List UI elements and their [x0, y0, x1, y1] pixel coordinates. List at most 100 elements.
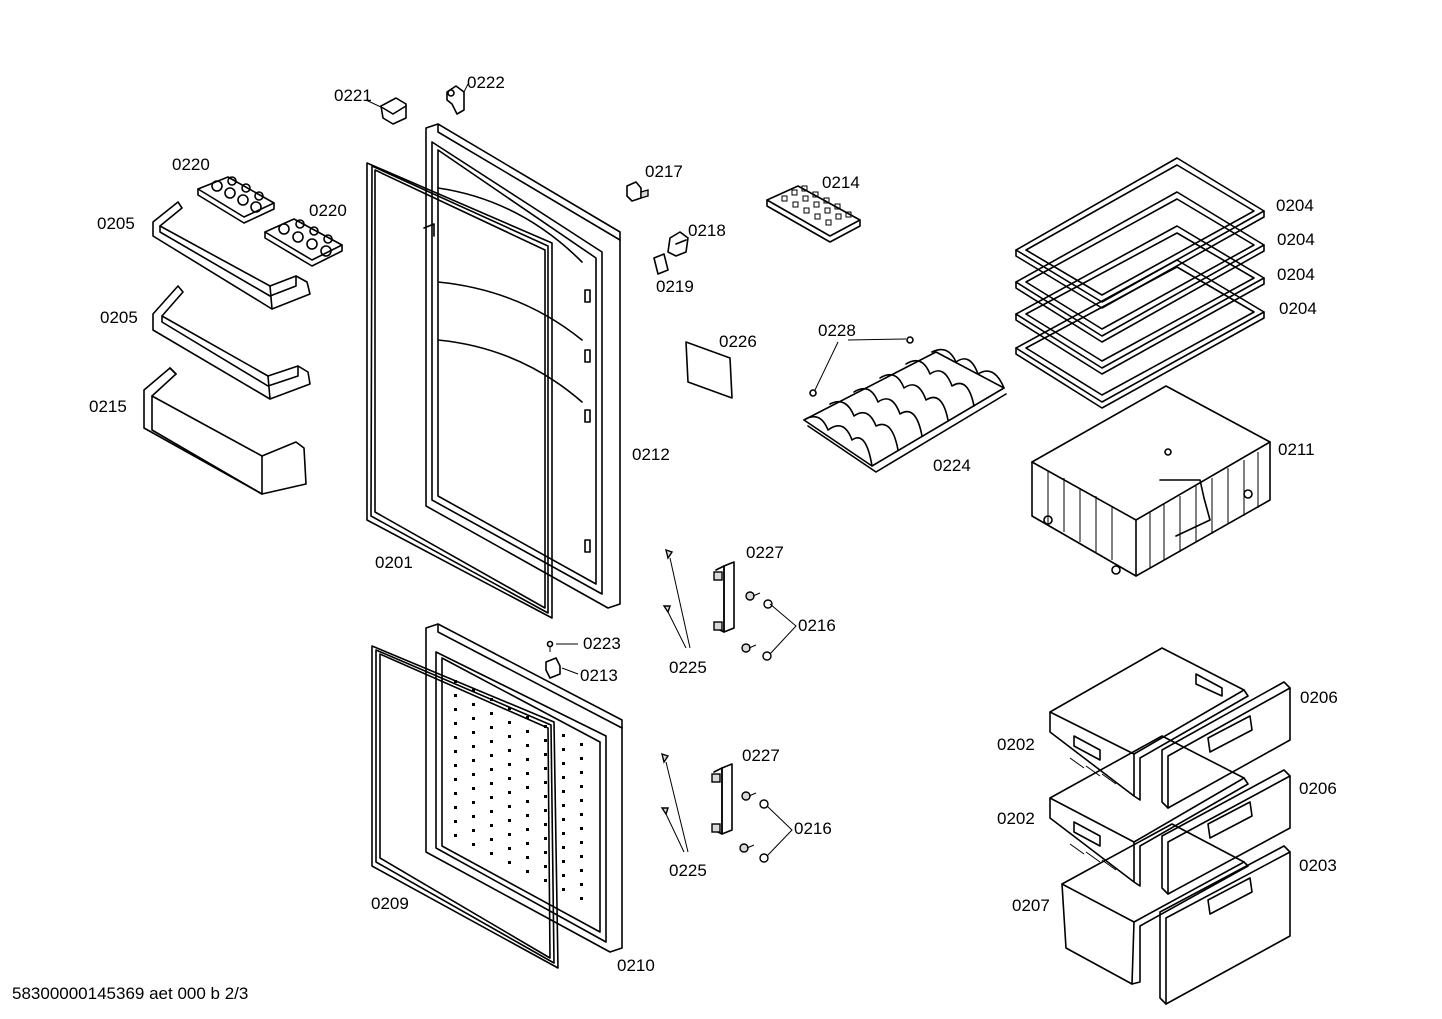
part-0219-spacer: [653, 253, 669, 275]
freezer-door-dot: [526, 828, 529, 831]
freezer-door-dot: [490, 796, 493, 799]
label-0207: 0207: [1012, 896, 1050, 915]
part-0216-screws-lower: [739, 791, 793, 863]
freezer-door-dot: [490, 782, 493, 785]
label-0204-b: 0204: [1277, 230, 1315, 249]
part-0212-fridge-door: [423, 123, 621, 609]
freezer-door-dot: [544, 837, 547, 840]
label-0227-a: 0227: [746, 543, 784, 562]
freezer-door-dot: [490, 726, 493, 729]
freezer-door-dot: [544, 739, 547, 742]
freezer-door-dot-grid: [454, 680, 583, 900]
freezer-door-dot: [562, 860, 565, 863]
freezer-door-dot: [508, 763, 511, 766]
label-0205-a: 0205: [97, 214, 135, 233]
label-0222: 0222: [467, 73, 505, 92]
part-0204-glass-shelf-4: [1015, 259, 1265, 409]
part-0201-door-gasket: [366, 162, 553, 619]
part-0202-freezer-drawer-upper: [1049, 647, 1249, 801]
freezer-door-dot: [544, 753, 547, 756]
freezer-door-dot: [454, 806, 457, 809]
part-0225-screws-lower: [660, 752, 689, 853]
freezer-door-dot: [472, 759, 475, 762]
part-0204-glass-shelf-1: [1015, 157, 1265, 309]
freezer-door-dot: [544, 781, 547, 784]
freezer-door-dot: [562, 832, 565, 835]
freezer-door-dot: [454, 736, 457, 739]
freezer-door-dot: [472, 801, 475, 804]
freezer-door-dot: [580, 771, 583, 774]
freezer-door-dot: [580, 757, 583, 760]
freezer-door-dot: [508, 833, 511, 836]
part-0211-crisper-box: [1031, 385, 1271, 577]
freezer-door-dot: [544, 767, 547, 770]
part-0204-glass-shelf-3: [1015, 225, 1265, 375]
label-0203: 0203: [1299, 856, 1337, 875]
freezer-door-dot: [562, 776, 565, 779]
part-0221-hinge-cover: [365, 97, 407, 125]
label-0204-a: 0204: [1276, 196, 1314, 215]
part-0223-screw: [546, 640, 578, 652]
part-0209-freezer-gasket: [371, 645, 559, 969]
freezer-door-dot: [562, 804, 565, 807]
freezer-door-dot: [544, 809, 547, 812]
part-0217-clip: [626, 181, 649, 202]
freezer-door-dot: [508, 721, 511, 724]
part-0205-door-shelf-lower: [152, 285, 311, 400]
freezer-door-dot: [508, 749, 511, 752]
label-0204-d: 0204: [1279, 299, 1317, 318]
freezer-door-dot: [526, 856, 529, 859]
label-0209: 0209: [371, 894, 409, 913]
freezer-door-dot: [508, 861, 511, 864]
part-0225-screws-upper: [662, 548, 691, 649]
label-0223: 0223: [583, 634, 621, 653]
label-0214: 0214: [822, 173, 860, 192]
freezer-door-dot: [472, 787, 475, 790]
freezer-door-dot: [454, 792, 457, 795]
freezer-door-dot: [472, 689, 475, 692]
freezer-door-dot: [526, 800, 529, 803]
freezer-door-dot: [526, 716, 529, 719]
part-0206-drawer-front-middle: [1161, 769, 1291, 895]
freezer-door-dot: [472, 717, 475, 720]
part-0210-freezer-door: [425, 623, 623, 953]
freezer-door-dot: [580, 743, 583, 746]
freezer-door-dot: [580, 883, 583, 886]
part-0220-egg-tray-lower: [264, 218, 343, 267]
label-0212: 0212: [632, 445, 670, 464]
freezer-door-dot: [490, 740, 493, 743]
freezer-door-dot: [472, 745, 475, 748]
freezer-door-dot: [472, 815, 475, 818]
freezer-door-dot: [472, 773, 475, 776]
label-0221: 0221: [334, 86, 372, 105]
freezer-door-dot: [562, 888, 565, 891]
freezer-door-dot: [580, 813, 583, 816]
label-0227-b: 0227: [742, 746, 780, 765]
freezer-door-dot: [562, 762, 565, 765]
part-0228-pegs: [809, 336, 914, 397]
freezer-door-dot: [454, 834, 457, 837]
freezer-door-dot: [526, 758, 529, 761]
label-0201: 0201: [375, 553, 413, 572]
part-0227-handle-lower: [711, 763, 733, 835]
freezer-door-dot: [454, 778, 457, 781]
freezer-door-dot: [490, 824, 493, 827]
freezer-door-dot: [580, 785, 583, 788]
label-0205-b: 0205: [100, 308, 138, 327]
freezer-door-dot: [472, 731, 475, 734]
freezer-door-dot: [454, 764, 457, 767]
freezer-door-dot: [508, 847, 511, 850]
part-0213-clip: [545, 657, 579, 679]
label-0202-b: 0202: [997, 809, 1035, 828]
part-0203-drawer-front-lower: [1159, 845, 1291, 1005]
freezer-door-dot: [472, 703, 475, 706]
freezer-door-dot: [580, 897, 583, 900]
freezer-door-dot: [544, 865, 547, 868]
label-0206-a: 0206: [1300, 688, 1338, 707]
freezer-door-dot: [580, 799, 583, 802]
label-0218: 0218: [688, 221, 726, 240]
freezer-door-dot: [580, 841, 583, 844]
part-0214-ice-cube-tray: [766, 185, 861, 243]
freezer-door-dot: [508, 805, 511, 808]
freezer-door-dot: [454, 820, 457, 823]
